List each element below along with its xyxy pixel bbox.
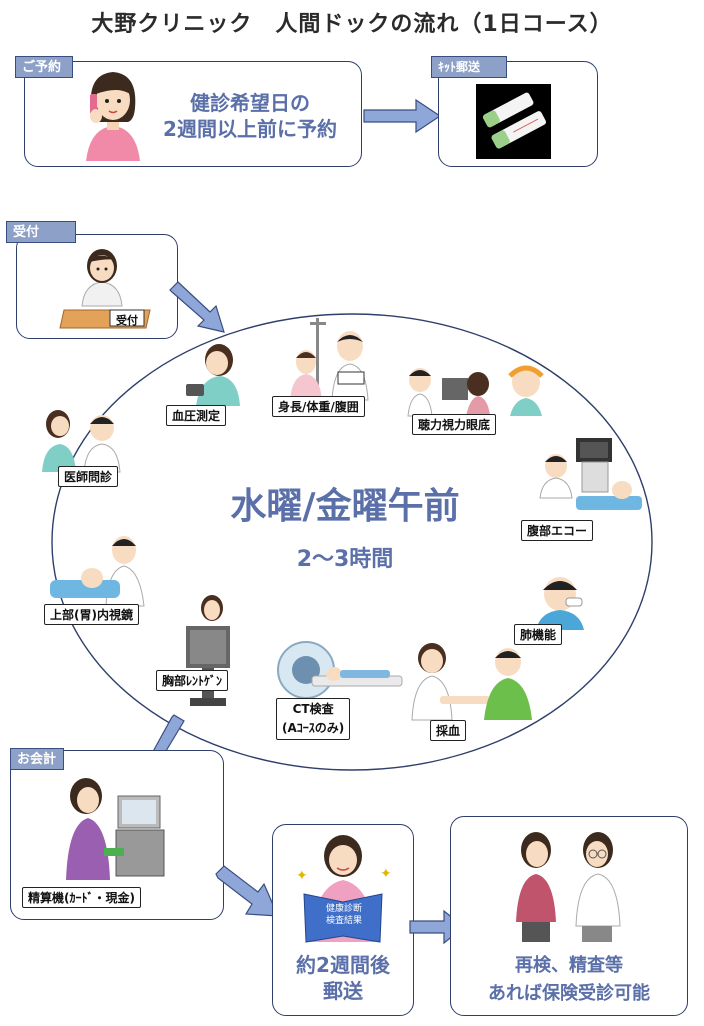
followup-line2: あれば保険受診可能: [488, 982, 650, 1004]
arrow-to-kit: [363, 98, 442, 134]
exam-ct-note: (Aｺｰｽのみ): [282, 721, 345, 736]
chest-xray-illustration: [186, 595, 230, 706]
reservation-line2: 2週間以上前に予約: [163, 117, 337, 141]
results-book-line1: 健康診断: [325, 904, 362, 914]
payment-machine-illustration: [66, 778, 165, 880]
hearing-vision-illustration: [407, 365, 544, 417]
exam-upper-endoscopy: 上部(胃)内視鏡: [44, 604, 139, 625]
ct-illustration: [277, 641, 403, 699]
exam-blood-draw: 採血: [430, 720, 467, 741]
exam-lung-function: 肺機能: [514, 624, 563, 645]
results-reading-illustration: ✦ ✦: [296, 835, 392, 943]
exam-body-measurement: 身長/体重/腹囲: [272, 396, 365, 417]
test-kit-icon: [476, 84, 551, 159]
reservation-text: 健診希望日の 2週間以上前に予約: [150, 90, 350, 142]
reservation-box: [24, 61, 362, 167]
consultation-illustration: [516, 832, 621, 942]
exam-chest-xray: 胸部ﾚﾝﾄｹﾞﾝ: [156, 670, 229, 691]
phone-woman-icon: [86, 72, 140, 161]
endoscopy-illustration: [50, 536, 145, 607]
followup-box: [450, 816, 688, 1016]
blood-pressure-illustration: [186, 344, 240, 406]
results-mail-line2: 郵送: [323, 979, 363, 1003]
reception-tag: 受付: [6, 221, 76, 243]
receptionist-icon: [59, 249, 151, 329]
followup-text: 再検、精査等 あれば保険受診可能: [450, 952, 688, 1008]
results-mail-line1: 約2週間後: [296, 953, 390, 977]
exam-ct-label: CT検査 (Aｺｰｽのみ): [276, 698, 351, 741]
kit-tag: ｷｯﾄ郵送: [431, 56, 507, 78]
exam-duration: 2〜3時間: [296, 547, 394, 572]
results-book-line2: 検査結果: [325, 915, 362, 926]
svg-text:✦: ✦: [296, 868, 308, 884]
arrow-to-exams: [169, 281, 225, 333]
abdominal-echo-illustration: [539, 438, 642, 510]
exam-hearing-vision-fundus: 聴力視力眼底: [412, 414, 497, 435]
exam-ct: CT検査: [292, 702, 334, 716]
page-title: 大野クリニック 人間ドックの流れ（1日コース）: [91, 12, 613, 37]
reservation-tag: ご予約: [15, 56, 73, 78]
reservation-line1: 健診希望日の: [190, 91, 310, 115]
followup-line1: 再検、精査等: [515, 955, 623, 976]
reception-sign: 受付: [116, 314, 138, 327]
payment-machine-label: 精算機(ｶｰﾄﾞ・現金): [22, 887, 141, 908]
exam-blood-pressure: 血圧測定: [166, 405, 227, 426]
exam-days: 水曜/金曜午前: [230, 486, 460, 527]
lung-function-illustration: [536, 577, 584, 630]
exam-doctor-interview: 医師問診: [58, 466, 119, 487]
doctor-interview-illustration: [42, 410, 121, 473]
svg-text:✦: ✦: [380, 866, 392, 882]
checkout-tag: お会計: [10, 748, 64, 770]
results-book-title: 健康診断 検査結果: [322, 904, 366, 927]
results-mail-text: 約2週間後 郵送: [272, 952, 414, 1004]
body-measure-illustration: [290, 318, 369, 401]
blood-draw-illustration: [411, 643, 532, 721]
exam-abdominal-echo: 腹部エコー: [521, 520, 594, 541]
